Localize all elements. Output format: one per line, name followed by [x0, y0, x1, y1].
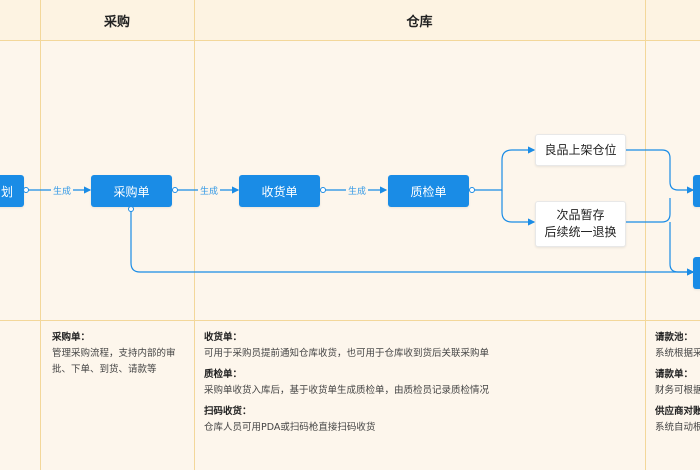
description-text: 批、下单、到货、请款等	[52, 364, 157, 375]
node-label: 采购单	[113, 184, 150, 199]
description-text: 财务可根据	[655, 385, 700, 396]
description-text: 系统根据采	[655, 348, 700, 359]
flow-node-right-partial[interactable]	[693, 257, 700, 289]
edge-label-generate: 生成	[198, 184, 221, 197]
edge-label-generate: 生成	[51, 184, 74, 197]
header-divider	[0, 40, 700, 41]
node-label: 收货单	[261, 184, 298, 199]
flow-node-purchase-order[interactable]: 采购单	[91, 175, 172, 207]
column-title-purchase: 采购	[103, 15, 130, 30]
description-finance: 请款池： 系统根据采 请款单： 财务可根据 供应商对账 系统自动根	[655, 330, 700, 436]
description-title: 扫码收货：	[204, 406, 252, 417]
flow-node-good-shelving[interactable]: 良品上架仓位	[535, 134, 626, 166]
node-label: 划	[0, 184, 13, 199]
description-title: 请款单：	[655, 369, 694, 380]
flow-node-partial[interactable]: 划	[0, 175, 24, 207]
edge-label-generate: 生成	[346, 184, 369, 197]
flow-node-right-partial[interactable]	[693, 175, 700, 207]
column-divider	[194, 0, 195, 470]
flow-node-receipt-order[interactable]: 收货单	[239, 175, 320, 207]
column-divider	[645, 0, 646, 470]
node-label: 次品暂存	[556, 208, 605, 222]
description-text: 管理采购流程，支持内部的审	[52, 348, 176, 359]
column-divider	[40, 0, 41, 470]
description-title: 供应商对账	[655, 406, 700, 417]
description-title: 请款池：	[655, 332, 694, 343]
node-label: 质检单	[410, 184, 447, 199]
node-label: 良品上架仓位	[544, 142, 617, 157]
description-text: 采购单收货入库后，基于收货单生成质检单，由质检员记录质检情况	[204, 385, 490, 396]
description-divider	[0, 320, 700, 321]
description-text: 可用于采购员提前通知仓库收货，也可用于仓库收到货后关联采购单	[204, 348, 490, 359]
description-purchase: 采购单： 管理采购流程，支持内部的审 批、下单、到货、请款等	[52, 330, 192, 378]
node-label: 后续统一退换	[544, 225, 617, 239]
description-title: 采购单：	[52, 332, 91, 343]
flow-node-defective-storage[interactable]: 次品暂存 后续统一退换	[535, 201, 626, 247]
header-row	[0, 0, 700, 40]
flow-node-inspection-order[interactable]: 质检单	[388, 175, 469, 207]
description-title: 质检单：	[204, 369, 243, 380]
description-text: 系统自动根	[655, 422, 700, 433]
description-text: 仓库人员可用PDA或扫码枪直接扫码收货	[204, 422, 376, 433]
column-title-warehouse: 仓库	[406, 15, 433, 30]
description-warehouse: 收货单： 可用于采购员提前通知仓库收货，也可用于仓库收到货后关联采购单 质检单：…	[204, 330, 644, 436]
description-title: 收货单：	[204, 332, 243, 343]
